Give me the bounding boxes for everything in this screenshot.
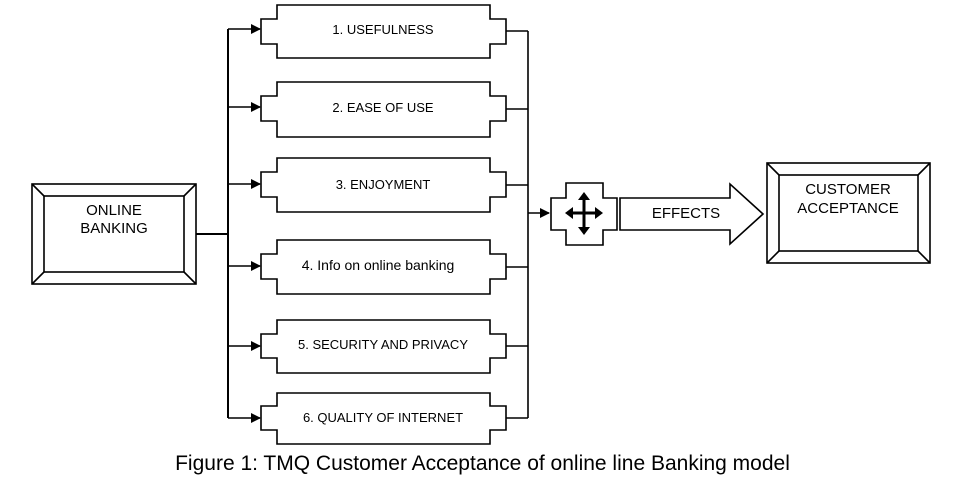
factor-box-1: 1. USEFULNESS	[260, 4, 507, 59]
online-banking-label-line2: BANKING	[80, 220, 148, 237]
input-connector	[196, 29, 229, 418]
factor-box-5: 5. SECURITY AND PRIVACY	[260, 319, 507, 374]
online-banking-label-line1: ONLINE	[86, 202, 142, 219]
four-way-arrow-icon	[565, 192, 603, 235]
factor-label-2: 2. EASE OF USE	[332, 100, 433, 115]
figure-caption: Figure 1: TMQ Customer Acceptance of onl…	[175, 452, 790, 475]
effects-arrow: EFFECTS	[619, 182, 765, 246]
factor-label-6: 6. QUALITY OF INTERNET	[303, 410, 463, 425]
output-connectors	[506, 30, 550, 419]
customer-acceptance-label-line2: ACCEPTANCE	[797, 200, 898, 217]
factor-label-5: 5. SECURITY AND PRIVACY	[298, 337, 468, 352]
factor-box-3: 3. ENJOYMENT	[260, 157, 507, 213]
factor-box-2: 2. EASE OF USE	[260, 81, 507, 138]
factor-label-1: 1. USEFULNESS	[332, 22, 433, 37]
factor-box-4: 4. Info on online banking	[260, 239, 507, 295]
factor-arrows	[228, 24, 261, 423]
customer-acceptance-box: CUSTOMER ACCEPTANCE	[766, 162, 931, 264]
factor-box-6: 6. QUALITY OF INTERNET	[260, 392, 507, 445]
factor-label-3: 3. ENJOYMENT	[336, 177, 431, 192]
effects-label: EFFECTS	[652, 205, 720, 222]
customer-acceptance-label-line1: CUSTOMER	[805, 181, 891, 198]
factor-label-4: 4. Info on online banking	[302, 257, 455, 273]
online-banking-box: ONLINE BANKING	[31, 183, 197, 285]
combiner-node	[550, 182, 618, 246]
